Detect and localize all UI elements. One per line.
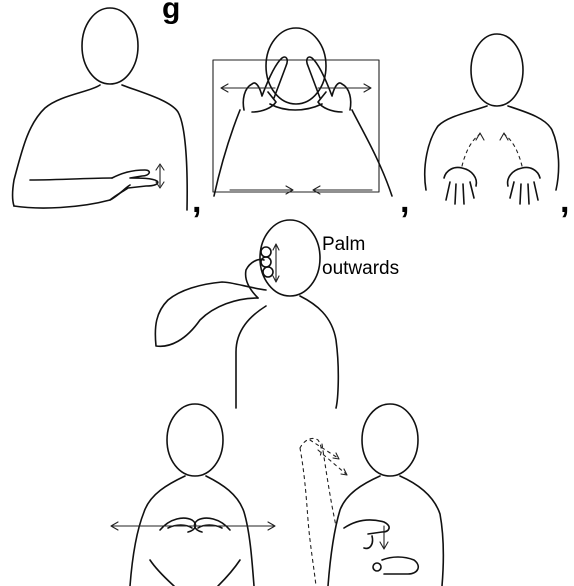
sign-figure-2 (213, 28, 392, 196)
sign-figure-6 (300, 404, 443, 586)
forearm (14, 178, 130, 208)
left-hand (160, 518, 195, 532)
heading-fragment: g (162, 0, 180, 25)
fingertip (373, 563, 381, 571)
dotted-motion-arrows (310, 440, 346, 474)
down-arrow (380, 526, 388, 549)
separator-comma-1: , (192, 182, 201, 220)
head (82, 8, 138, 84)
sign-figure-3 (425, 34, 559, 204)
torso-outline (13, 85, 188, 210)
movement-traces (462, 134, 522, 166)
right-hand (195, 518, 230, 532)
sign-figure-1 (13, 8, 188, 210)
left-hand (444, 167, 476, 204)
hand-two-fingers (110, 170, 158, 200)
knuckle (261, 257, 271, 267)
separator-comma-3: , (560, 182, 569, 220)
head (362, 404, 418, 476)
vertical-double-arrow (273, 244, 279, 282)
bottom-arrows (230, 186, 372, 194)
pointing-hand (344, 520, 389, 548)
raised-arm (155, 282, 266, 346)
separator-comma-2: , (400, 182, 409, 220)
annotation-line-2: outwards (322, 258, 399, 279)
up-arrows (476, 133, 508, 140)
lower-hand (382, 557, 418, 574)
sign-figure-5 (111, 404, 275, 586)
head (167, 404, 223, 476)
right-hand-v-sign (307, 57, 351, 112)
torso-outline (214, 104, 392, 196)
annotation-line-1: Palm (322, 234, 365, 255)
right-hand (508, 167, 540, 204)
movement-frame (213, 60, 379, 192)
knuckle (261, 247, 271, 257)
vertical-double-arrow (156, 164, 164, 188)
sign-figure-4: Palm outwards (155, 220, 399, 408)
head (471, 34, 523, 106)
torso-outline (236, 296, 338, 408)
knuckle (263, 267, 273, 277)
